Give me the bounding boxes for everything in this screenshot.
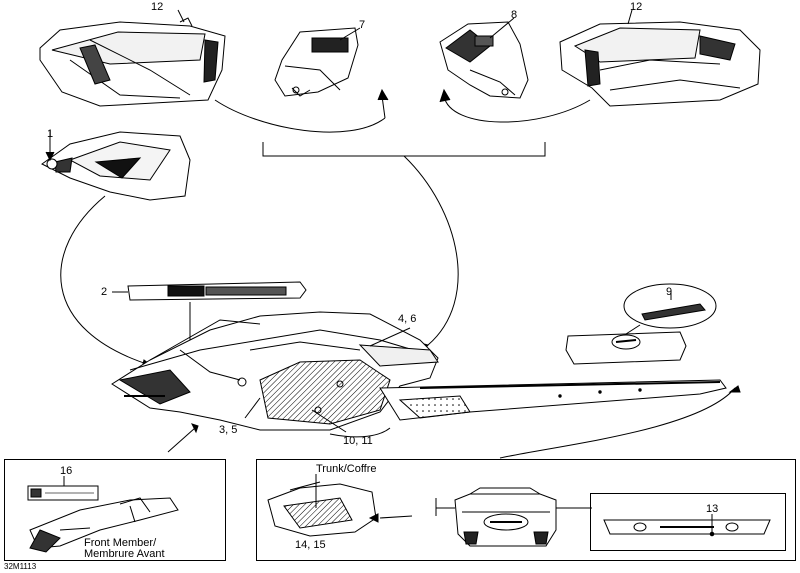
callout-10-11: 10, 11 [343,435,373,447]
callout-12-left: 12 [151,1,164,13]
callout-16: 16 [60,465,73,477]
hood-piece-8 [439,21,529,99]
callout-14-15: 14, 15 [295,539,326,551]
leader-to-front-member [167,423,199,453]
trunk-rear-part [435,487,592,547]
item13-plate [603,514,771,537]
front-member-label-1: Front Member/ [84,537,157,549]
trunk-part [267,474,413,537]
windshield-hood-1 [41,130,191,369]
callout-4-6: 4, 6 [398,313,417,325]
callout-9: 9 [666,286,673,298]
front-member-label-2: Membrure Avant [84,548,165,560]
callout-1: 1 [47,128,54,140]
leader-lines-top [177,9,633,41]
part-number: 32M1113 [4,562,37,571]
item13-box [590,493,786,551]
callout-13: 13 [706,503,719,515]
snowmobile-body [111,311,439,431]
trunk-label: Trunk/Coffre [316,463,377,475]
rotax-decal [112,281,307,350]
tunnel-rail [329,379,741,459]
front-member-box [4,459,226,561]
leader-lines-body [244,327,411,433]
side-panel-right [559,21,761,107]
side-panel-left [39,17,226,107]
callout-2: 2 [101,286,108,298]
callout-12-right: 12 [630,1,643,13]
trunk-box [256,459,796,561]
front-member-part [27,476,179,553]
callout-7: 7 [359,19,366,31]
callout-3-5: 3, 5 [219,424,238,436]
callout-8: 8 [511,9,518,21]
hood-piece-7 [274,27,359,97]
item9-detail [565,283,717,365]
leader-curves-top [214,88,591,351]
